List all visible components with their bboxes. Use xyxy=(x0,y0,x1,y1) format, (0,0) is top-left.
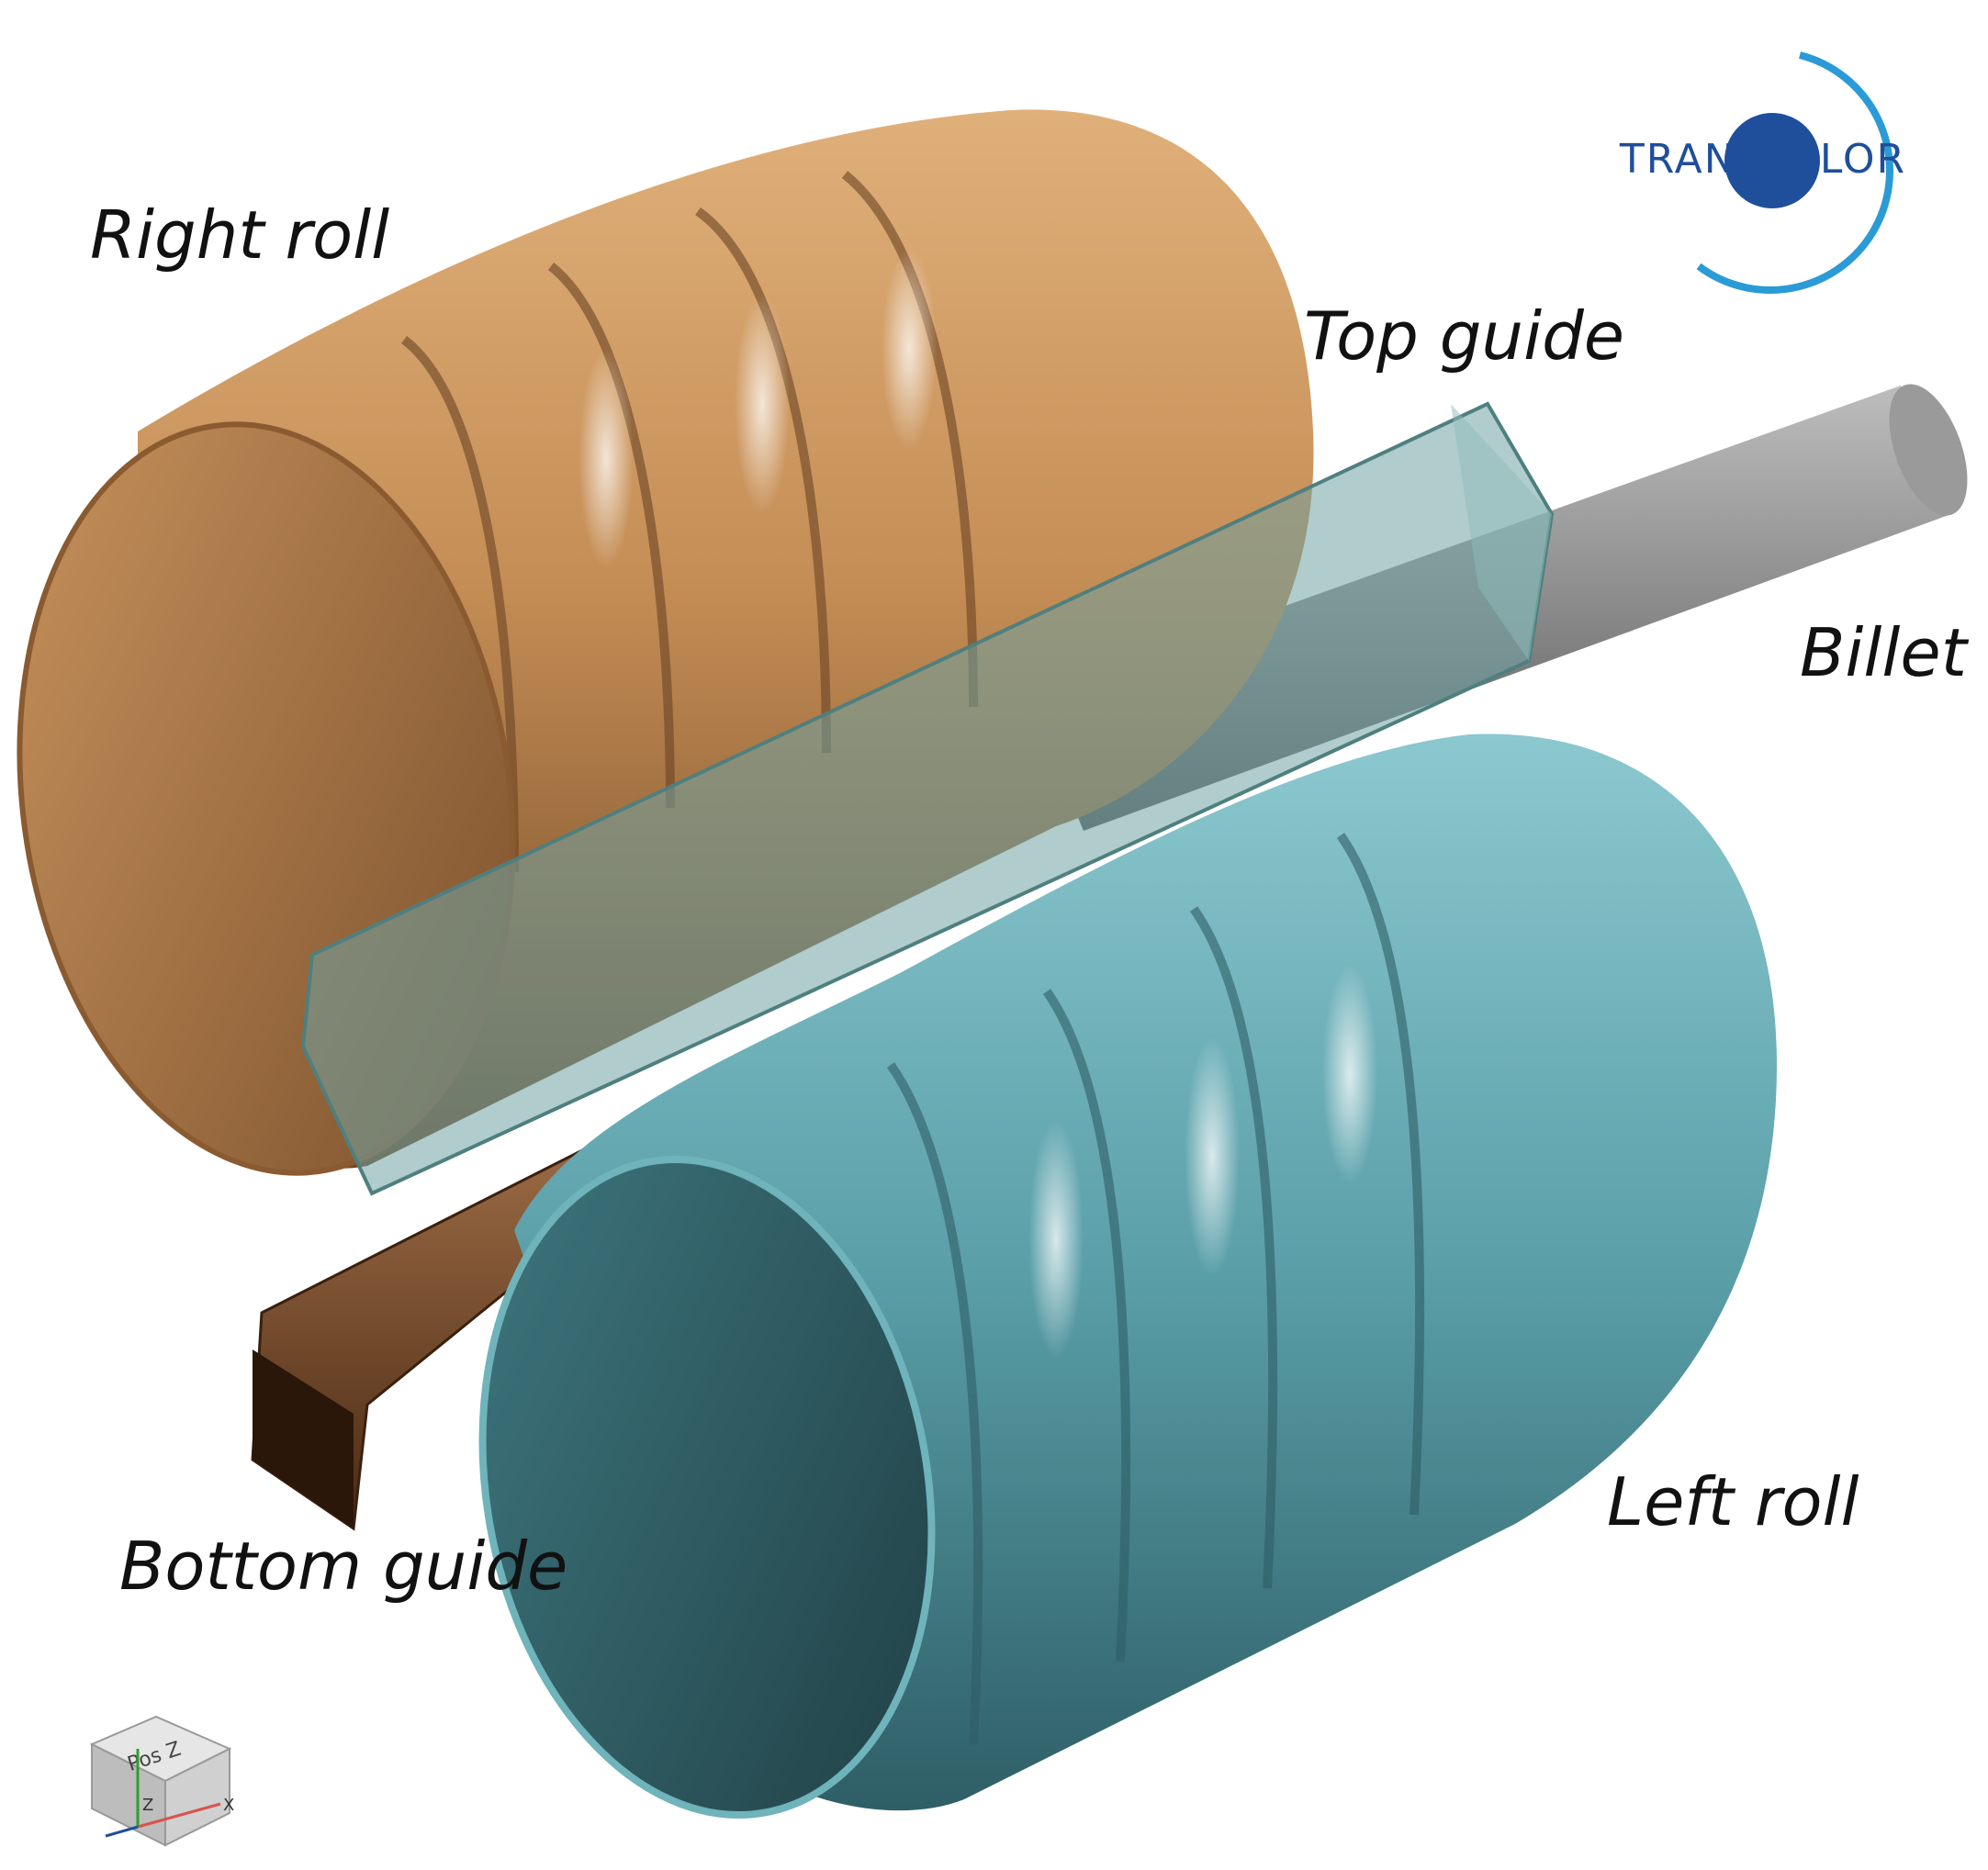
top-guide-label: Top guide xyxy=(1304,297,1625,375)
z-axis-line xyxy=(105,1825,139,1838)
right-roll-label: Right roll xyxy=(90,196,390,274)
axis-z-label: Z xyxy=(142,1796,153,1815)
billet-label: Billet xyxy=(1800,614,1967,691)
logo-text: TRANSVALOR xyxy=(1619,136,1906,183)
axis-x-label: X xyxy=(223,1796,234,1815)
view-cube: Pos Z X Z xyxy=(89,1715,234,1847)
transvalor-logo: TRANSVALOR xyxy=(1619,51,1906,294)
left-roll xyxy=(478,733,1777,1819)
left-roll-label: Left roll xyxy=(1607,1463,1859,1540)
x-axis-line xyxy=(137,1802,221,1829)
bottom-guide-label: Bottom guide xyxy=(119,1528,568,1605)
top-guide xyxy=(300,401,1555,1196)
